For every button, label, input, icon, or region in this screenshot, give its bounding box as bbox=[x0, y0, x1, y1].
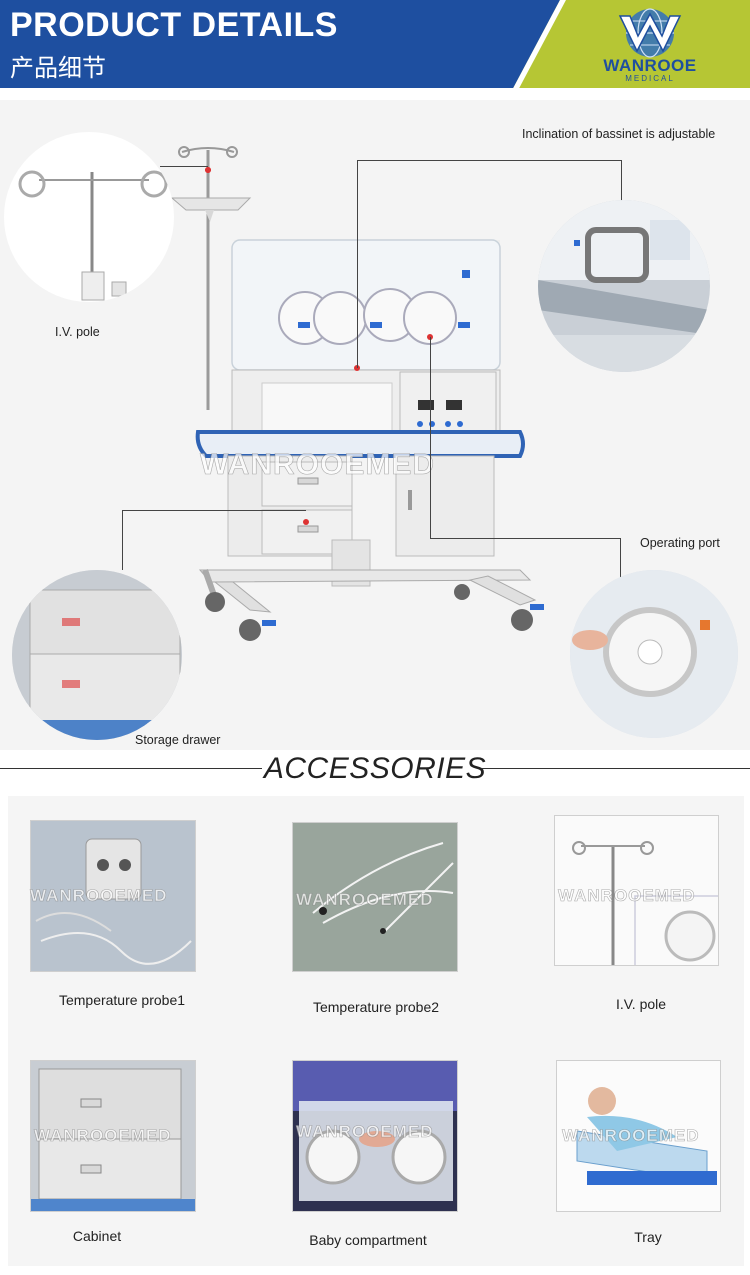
accessory-label-iv-pole: I.V. pole bbox=[615, 996, 667, 1012]
page-title: PRODUCT DETAILS bbox=[10, 6, 338, 44]
accessory-label-temperature-probe2: Temperature probe2 bbox=[312, 999, 440, 1015]
port-callout-line-v bbox=[430, 337, 431, 539]
bassinet-label: Inclination of bassinet is adjustable bbox=[522, 127, 716, 141]
logo-name: WANROOE bbox=[603, 56, 697, 75]
port-callout-line-h bbox=[430, 538, 620, 539]
operating-port-label: Operating port bbox=[640, 536, 720, 550]
accessory-watermark-6: WANROOEMED bbox=[562, 1126, 700, 1146]
accessory-image-iv-pole bbox=[554, 815, 719, 966]
accessory-image-baby-compartment bbox=[292, 1060, 458, 1212]
accessories-title: ACCESSORIES bbox=[263, 752, 487, 785]
bassinet-callout-line-v bbox=[357, 160, 358, 368]
accessory-label-baby-compartment: Baby compartment bbox=[309, 1232, 427, 1248]
globe-icon bbox=[618, 8, 682, 58]
accessory-image-temperature-probe2 bbox=[292, 822, 458, 972]
accessory-image-cabinet bbox=[30, 1060, 196, 1212]
drawer-callout-line-h bbox=[122, 510, 306, 511]
accessory-image-temperature-probe1 bbox=[30, 820, 196, 972]
iv-pole-detail-image bbox=[4, 132, 174, 302]
accessory-watermark-2: WANROOEMED bbox=[296, 890, 434, 910]
iv-pole-callout-line bbox=[160, 166, 208, 167]
accessory-label-temperature-probe1: Temperature probe1 bbox=[58, 992, 186, 1008]
divider-right bbox=[482, 768, 750, 769]
storage-drawer-detail-image bbox=[12, 570, 182, 740]
operating-port-detail-image bbox=[570, 570, 738, 738]
bassinet-detail-image bbox=[538, 200, 710, 372]
accessory-watermark-4: WANROOEMED bbox=[34, 1126, 172, 1146]
page-header: PRODUCT DETAILS 产品细节 bbox=[0, 0, 750, 88]
port-callout-line-drop bbox=[620, 538, 621, 578]
bassinet-callout-line-h bbox=[357, 160, 621, 161]
bassinet-callout-line-drop bbox=[621, 160, 622, 210]
accessory-label-tray: Tray bbox=[634, 1229, 662, 1245]
iv-pole-label: I.V. pole bbox=[55, 325, 100, 339]
accessory-watermark-5: WANROOEMED bbox=[296, 1122, 434, 1142]
drawer-callout-line-v bbox=[122, 510, 123, 570]
accessory-watermark-3: WANROOEMED bbox=[558, 886, 696, 906]
accessory-label-cabinet: Cabinet bbox=[72, 1228, 122, 1244]
incubator-illustration bbox=[170, 146, 544, 641]
logo-subtitle: MEDICAL bbox=[625, 74, 675, 83]
storage-drawer-label: Storage drawer bbox=[135, 733, 221, 747]
accessory-watermark-1: WANROOEMED bbox=[30, 886, 168, 906]
brand-logo: WANROOE MEDICAL bbox=[590, 6, 710, 84]
accessory-image-tray bbox=[556, 1060, 721, 1212]
product-watermark: WANROOEMED bbox=[200, 448, 435, 482]
page-subtitle: 产品细节 bbox=[10, 54, 106, 82]
product-details-area: WANROOEMED I.V. pole Inclination of bass… bbox=[0, 100, 750, 750]
divider-left bbox=[0, 768, 262, 769]
